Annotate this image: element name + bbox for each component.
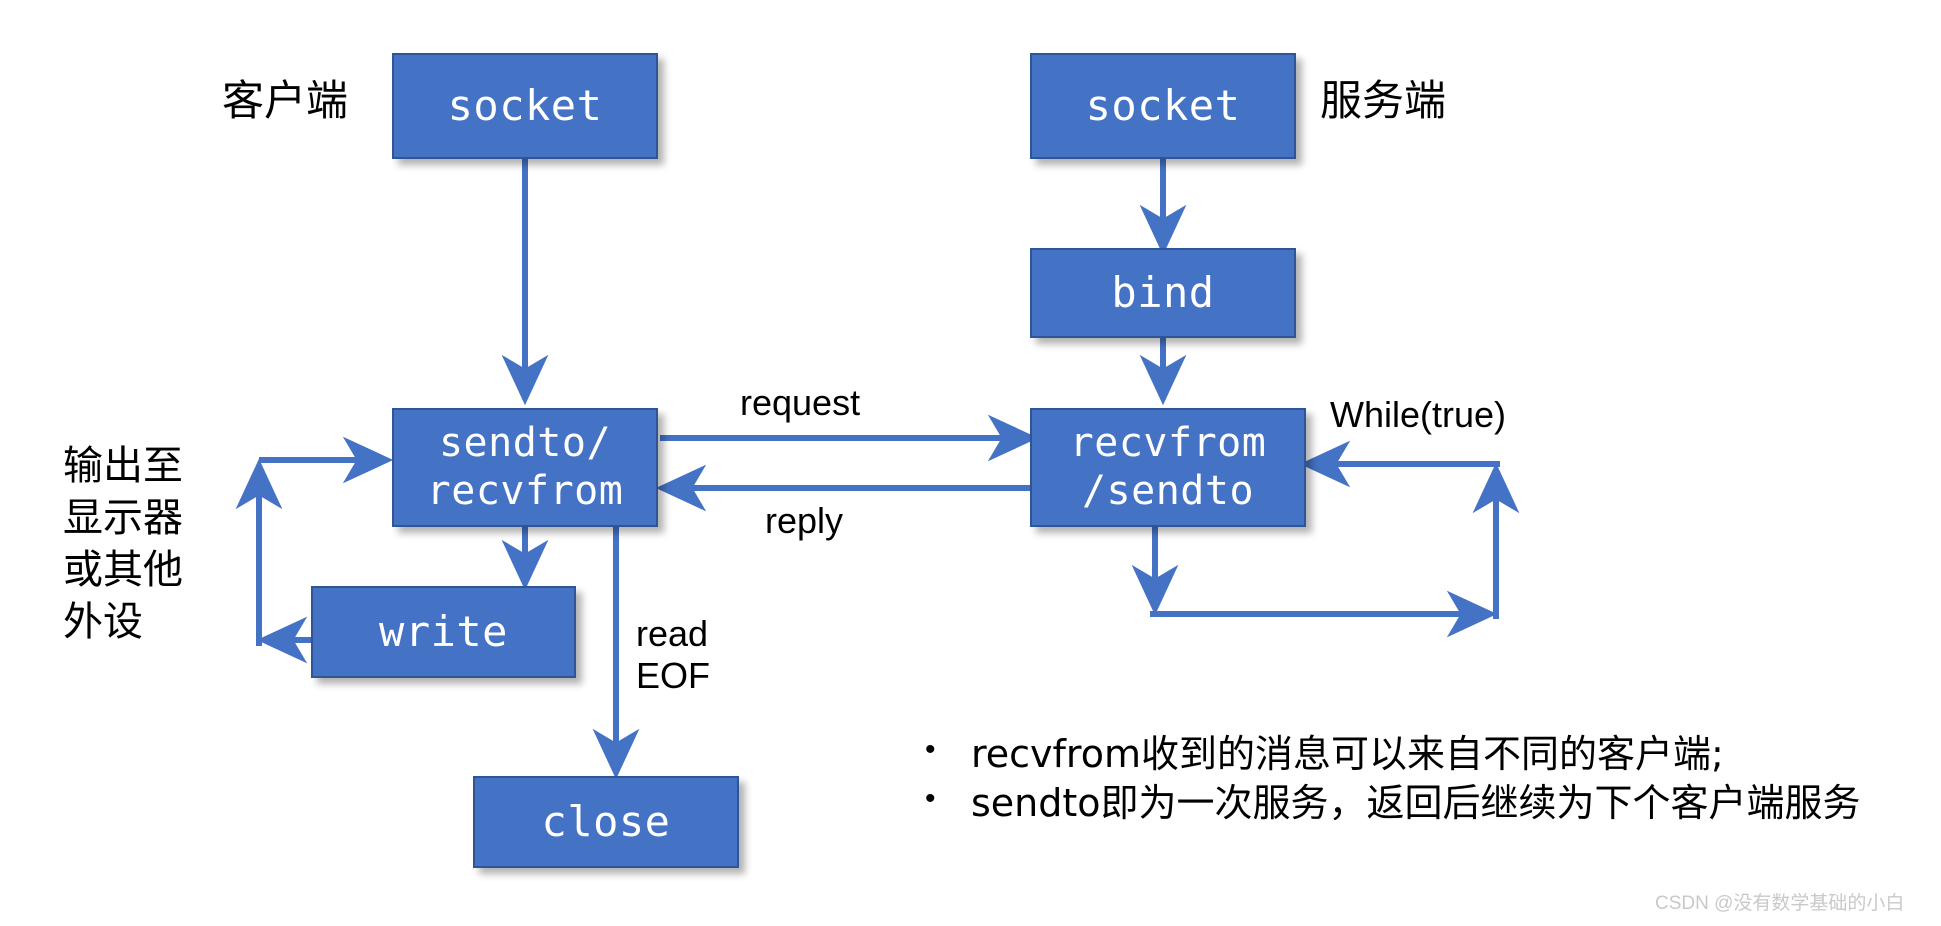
label-server-side: 服务端	[1320, 76, 1447, 125]
node-client-socket[interactable]: socket	[392, 53, 658, 159]
watermark: CSDN @没有数学基础的小白	[1655, 893, 1905, 914]
node-client-write[interactable]: write	[311, 586, 576, 678]
bullet-marker: •	[925, 782, 936, 816]
label-while-true: While(true)	[1330, 394, 1507, 435]
label-reply: reply	[765, 500, 844, 541]
node-client-sendto-recvfrom-label: sendto/ recvfrom	[426, 420, 624, 514]
label-read-eof: read EOF	[636, 613, 711, 697]
node-server-bind-label: bind	[1111, 268, 1215, 318]
notes-list: • recvfrom收到的消息可以来自不同的客户端; • sendto即为一次服…	[925, 730, 1925, 829]
node-server-socket[interactable]: socket	[1030, 53, 1296, 159]
node-server-recvfrom-sendto[interactable]: recvfrom /sendto	[1030, 408, 1306, 527]
note-text: recvfrom收到的消息可以来自不同的客户端;	[971, 732, 1724, 776]
node-client-write-label: write	[379, 607, 508, 657]
node-client-socket-label: socket	[447, 81, 603, 131]
node-client-sendto-recvfrom[interactable]: sendto/ recvfrom	[392, 408, 658, 527]
node-server-recvfrom-sendto-label: recvfrom /sendto	[1069, 420, 1267, 514]
node-client-close-label: close	[541, 797, 671, 847]
node-client-close[interactable]: close	[473, 776, 739, 868]
label-request: request	[740, 382, 861, 423]
edge-client-output-loop	[235, 436, 394, 664]
list-item: • sendto即为一次服务，返回后继续为下个客户端服务	[925, 779, 1925, 828]
bullet-marker: •	[925, 733, 936, 766]
list-item: • recvfrom收到的消息可以来自不同的客户端;	[925, 730, 1925, 779]
label-client-side: 客户端	[222, 76, 349, 125]
label-output-to-peripheral: 输出至 显示器 或其他 外设	[63, 443, 183, 645]
node-server-socket-label: socket	[1085, 81, 1241, 131]
node-server-bind[interactable]: bind	[1030, 248, 1296, 338]
edge-server-while-loop	[1131, 440, 1520, 638]
note-text: sendto即为一次服务，返回后继续为下个客户端服务	[971, 781, 1861, 826]
